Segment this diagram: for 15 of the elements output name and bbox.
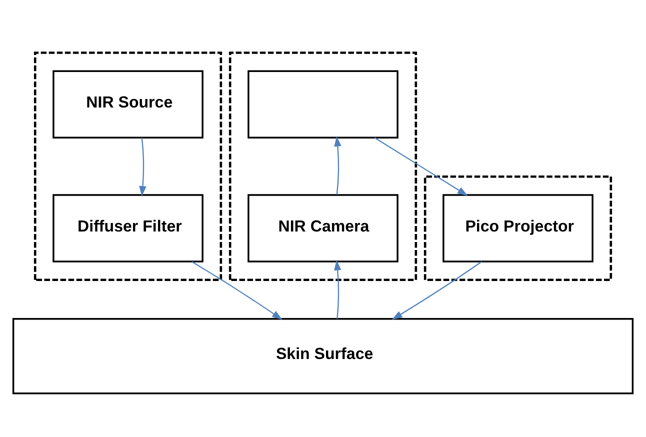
arrow — [392, 261, 482, 320]
node-box: Skin Surface — [12, 318, 634, 394]
cluster — [228, 52, 418, 282]
arrow — [334, 136, 342, 195]
arrow — [192, 261, 282, 320]
node-box: NIR Camera — [248, 194, 398, 262]
arrow — [334, 260, 342, 319]
cluster — [424, 175, 612, 282]
node-box: NIR Source — [52, 70, 204, 138]
cluster — [34, 52, 222, 282]
node-box: Diffuser Filter — [52, 194, 204, 262]
node-box — [248, 70, 398, 138]
arrow — [139, 138, 146, 196]
node-box: Pico Projector — [442, 194, 594, 262]
arrow — [374, 137, 468, 196]
